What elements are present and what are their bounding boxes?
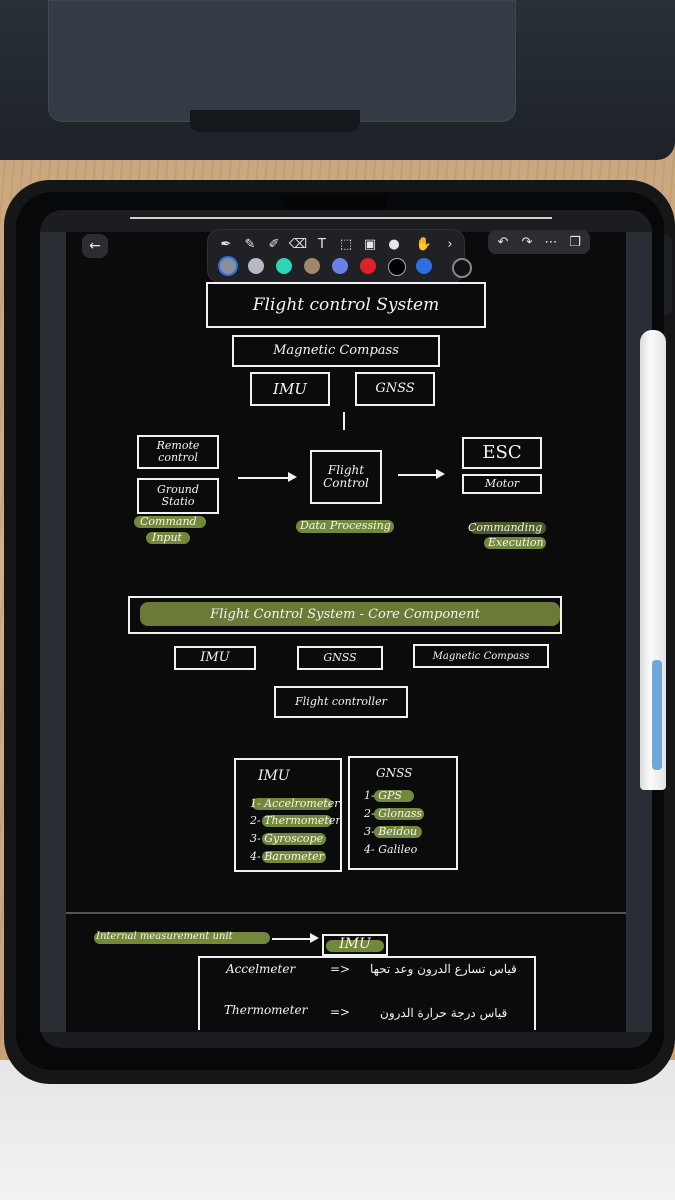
more-icon[interactable]: ⋯ [544, 234, 558, 250]
imu-list-box [234, 758, 342, 872]
highlight [262, 851, 326, 863]
highlight [374, 826, 422, 838]
imu-details-box [198, 956, 536, 1030]
color-swatch[interactable] [248, 258, 264, 274]
laptop-lip [190, 110, 360, 132]
color-swatch[interactable] [304, 258, 320, 274]
undo-icon[interactable]: ↶ [497, 234, 509, 250]
highlight [134, 516, 206, 528]
arrow-right-1 [238, 477, 290, 479]
lasso-icon[interactable]: ⬚ [339, 236, 353, 252]
highlight [262, 833, 326, 845]
right-toolbar [488, 230, 590, 254]
mic-icon[interactable]: ● [388, 236, 400, 252]
highlight [146, 532, 190, 544]
imu-list-item: 2- Thermometer [250, 814, 341, 827]
chevron-right-icon[interactable]: › [447, 236, 453, 252]
text-tool-icon[interactable]: T [318, 236, 326, 252]
color-swatch[interactable] [416, 258, 432, 274]
eraser-icon[interactable]: ⌫ [288, 236, 308, 252]
gnss-box: GNSS [355, 372, 435, 406]
core-imu-box: IMU [174, 646, 256, 670]
flight-controller-box: Flight controller [274, 686, 408, 718]
accel-row-label: Accelmeter [226, 962, 296, 976]
color-picker[interactable] [452, 258, 472, 278]
gnss-list-item: 1- GPS [364, 789, 402, 802]
laptop-trackpad [48, 0, 516, 122]
imu-list-item: 3- Gyroscope [250, 832, 324, 845]
page-divider [66, 912, 626, 914]
highlighter-icon[interactable]: ✋ [415, 236, 433, 252]
command-label: Command [140, 515, 197, 528]
pencil-icon[interactable]: ✎ [244, 236, 256, 252]
flight-control-box: Flight Control [310, 450, 382, 504]
arrow-down [343, 412, 345, 430]
highlight [296, 520, 394, 533]
highlight [262, 815, 332, 827]
ground-station-box: Ground Statio [137, 478, 219, 514]
color-swatch[interactable] [220, 258, 236, 274]
drawing-toolbar: ✒ ✎ ✐ ⌫ T ⬚ ▣ ● ✋ › [208, 230, 464, 282]
magnetic-compass-box: Magnetic Compass [232, 335, 440, 367]
imu-list-item: 1- Accelrometer [250, 797, 340, 810]
remote-control-box: Remote control [137, 435, 219, 469]
camera-notch [283, 196, 387, 210]
core-compass-box: Magnetic Compass [413, 644, 549, 668]
color-swatch[interactable] [276, 258, 292, 274]
highlight [484, 537, 546, 549]
color-swatch[interactable] [360, 258, 376, 274]
arrowhead-2 [436, 469, 445, 479]
highlight [470, 522, 546, 534]
pen-icon[interactable]: ✒ [220, 236, 232, 252]
arrowhead-1 [288, 472, 297, 482]
highlight [140, 602, 560, 626]
arrowhead-3 [310, 933, 319, 943]
arrow-to-imu [272, 938, 312, 940]
color-swatch[interactable] [332, 258, 348, 274]
imu-tag-box: IMU [322, 934, 388, 956]
esc-box: ESC [462, 437, 542, 469]
thermo-arrow: => [330, 1005, 351, 1019]
color-swatch[interactable] [388, 258, 406, 276]
laptop-body [0, 0, 675, 160]
pages-icon[interactable]: ❐ [569, 234, 581, 250]
imu-list-item: 4- Barometer [250, 850, 324, 863]
imu-box: IMU [250, 372, 330, 406]
gnss-list-item: 2- Glonass [364, 807, 423, 820]
input-label: Input [152, 531, 182, 544]
gnss-list-item: 4- Galileo [364, 843, 418, 856]
imu-list-title: IMU [258, 768, 290, 784]
arrow-left-icon: ← [89, 238, 101, 254]
highlight [326, 940, 384, 952]
status-bar-line [130, 217, 552, 219]
image-icon[interactable]: ▣ [363, 236, 377, 252]
thermo-arabic: قياس درجة حرارة الدرون [380, 1006, 508, 1020]
accel-arabic: قياس تسارع الدرون وعد تحها [370, 962, 517, 976]
execution-label: Execution [488, 536, 544, 549]
arrow-right-2 [398, 474, 438, 476]
commanding-label: Commanding [468, 521, 543, 534]
gnss-list-item: 3- Beidou [364, 825, 418, 838]
highlight [252, 798, 332, 810]
gnss-list-box [348, 756, 458, 870]
highlight [374, 808, 424, 820]
motor-box: Motor [462, 474, 542, 494]
data-processing-label: Data Processing [300, 519, 391, 532]
highlight [94, 932, 270, 944]
back-button[interactable]: ← [82, 234, 108, 258]
redo-icon[interactable]: ↷ [521, 234, 533, 250]
core-gnss-box: GNSS [297, 646, 383, 670]
marker-icon[interactable]: ✐ [268, 236, 280, 252]
highlight [374, 790, 414, 802]
stylus-reflection [652, 660, 662, 770]
page-margin-left [40, 232, 66, 1032]
gnss-list-title: GNSS [376, 766, 413, 780]
title-box: Flight control System [206, 282, 486, 328]
core-components-title: Flight Control System - Core Component [128, 596, 562, 634]
thermo-row-label: Thermometer [224, 1003, 308, 1017]
accel-arrow: => [330, 962, 351, 976]
imu-definition: Internal measurement unit [96, 931, 233, 942]
